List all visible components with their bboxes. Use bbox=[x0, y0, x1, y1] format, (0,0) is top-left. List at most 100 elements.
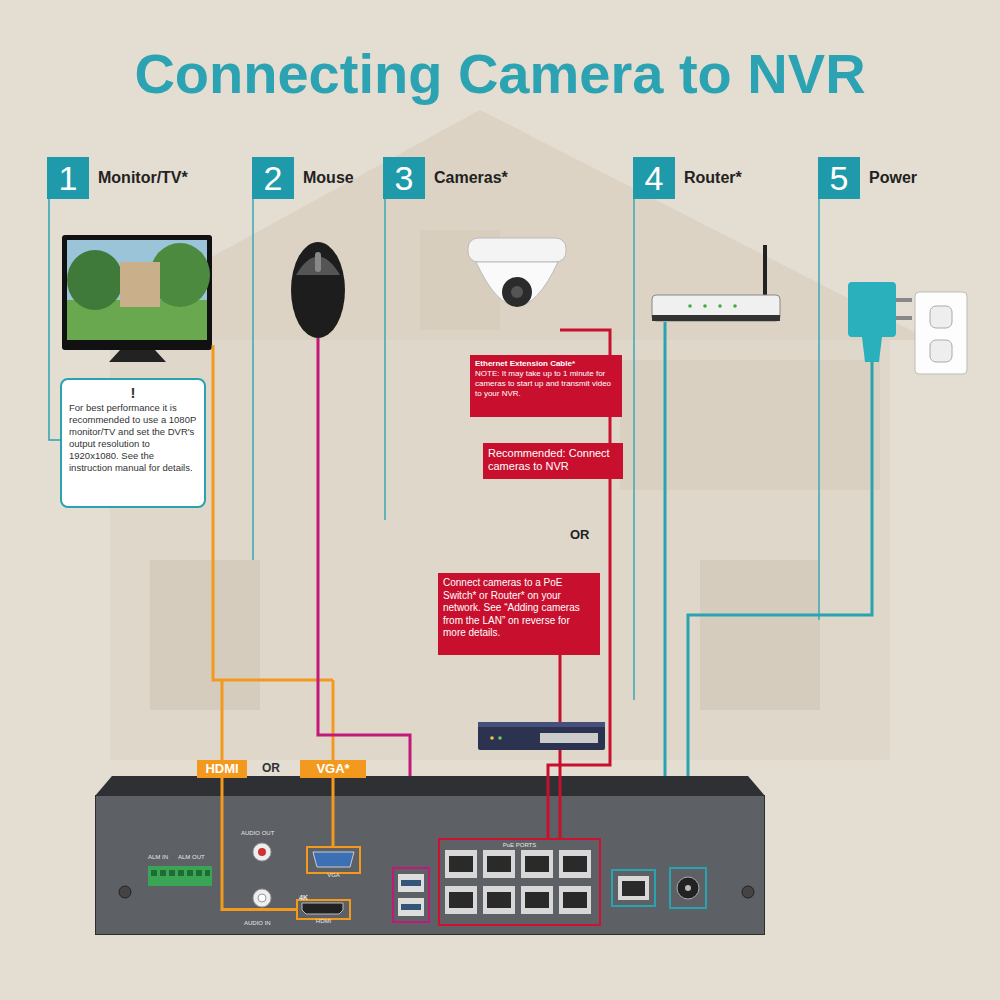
camera-dome bbox=[476, 262, 558, 306]
node-text: VGA bbox=[308, 872, 359, 878]
guide-line bbox=[818, 199, 820, 620]
note-box: !For best performance it is recommended … bbox=[60, 378, 206, 508]
router-led bbox=[718, 304, 722, 308]
cable-connector bbox=[548, 479, 610, 838]
vga-connector bbox=[313, 852, 354, 867]
camera-base bbox=[468, 238, 566, 262]
output-tag: HDMI bbox=[197, 760, 247, 778]
or-label: OR bbox=[262, 761, 280, 775]
node-text: HDMI bbox=[205, 761, 238, 776]
power-adapter bbox=[848, 282, 896, 337]
node-text: Recommended: Connect cameras to NVR bbox=[488, 447, 618, 473]
router-led bbox=[688, 304, 692, 308]
mouse-wheel bbox=[315, 252, 321, 272]
step-heading: Cameras* bbox=[434, 168, 508, 188]
chassis-screw bbox=[742, 886, 754, 898]
chassis-screw bbox=[119, 886, 131, 898]
node-text: AUDIO OUT bbox=[241, 830, 274, 836]
terminal-screw bbox=[178, 870, 184, 876]
cable-connector bbox=[222, 778, 296, 910]
step-heading: Power bbox=[869, 168, 917, 188]
alarm-terminal bbox=[148, 866, 212, 886]
wall-outlet bbox=[915, 292, 967, 374]
router-base bbox=[652, 315, 780, 321]
cable-connector bbox=[609, 417, 612, 443]
router-antenna bbox=[763, 245, 767, 296]
outlet-socket bbox=[930, 306, 952, 328]
step-header: 5 Power bbox=[818, 157, 948, 199]
node-text: NOTE: It may take up to 1 minute for cam… bbox=[475, 369, 617, 399]
poe-port bbox=[559, 850, 591, 878]
lan-port bbox=[618, 876, 649, 900]
router-led bbox=[703, 304, 707, 308]
diagram-title: Connecting Camera to NVR bbox=[0, 42, 1000, 106]
terminal-screw bbox=[151, 870, 157, 876]
terminal-screw bbox=[196, 870, 202, 876]
poe-port bbox=[483, 886, 515, 914]
node-text: ALM IN bbox=[148, 854, 168, 860]
house-window bbox=[700, 560, 820, 710]
audio-out-jack bbox=[253, 843, 271, 861]
hdmi-connector bbox=[302, 903, 343, 914]
poe-port-socket bbox=[525, 892, 549, 908]
dc-pin bbox=[685, 885, 691, 891]
node-text: Ethernet Extension Cable* bbox=[475, 359, 617, 369]
usb-outline bbox=[393, 868, 429, 922]
output-tag: VGA* bbox=[300, 760, 366, 778]
usb-port bbox=[398, 874, 424, 892]
house-wall bbox=[110, 340, 890, 760]
switch-led bbox=[490, 736, 494, 740]
node-text: ! bbox=[69, 384, 197, 402]
step-number: 4 bbox=[633, 157, 675, 199]
hdmi-vga-cable bbox=[213, 345, 333, 680]
step-header: 1 Monitor/TV* bbox=[47, 157, 237, 199]
poe-port-socket bbox=[563, 892, 587, 908]
camera-lens-inner bbox=[511, 286, 523, 298]
hdmi-cable bbox=[221, 680, 224, 760]
cable-connector bbox=[332, 778, 335, 846]
step-heading: Mouse bbox=[303, 168, 354, 188]
router-led bbox=[733, 304, 737, 308]
usb-port-tongue bbox=[401, 880, 421, 886]
node-text: For best performance it is recommended t… bbox=[69, 402, 197, 474]
audio-jack-core bbox=[258, 894, 266, 902]
terminal-screw bbox=[169, 870, 175, 876]
switch-ports bbox=[540, 733, 598, 743]
adapter-prong bbox=[896, 316, 912, 320]
audio-in-jack bbox=[253, 889, 271, 907]
poe-port bbox=[521, 850, 553, 878]
monitor-stand bbox=[109, 350, 166, 362]
step-number: 1 bbox=[47, 157, 89, 199]
nvr-lid bbox=[95, 776, 765, 796]
or-label: OR bbox=[570, 527, 590, 542]
step-number: 5 bbox=[818, 157, 860, 199]
guide-line bbox=[252, 199, 254, 560]
step-number: 2 bbox=[252, 157, 294, 199]
step-header: 4Router* bbox=[633, 157, 763, 199]
switch-top bbox=[478, 722, 605, 727]
switch-led bbox=[498, 736, 502, 740]
lan-port-socket bbox=[622, 881, 645, 896]
poe-port-socket bbox=[487, 892, 511, 908]
adapter-plug bbox=[862, 337, 882, 362]
node-text: VGA* bbox=[316, 761, 349, 776]
step-heading: Monitor/TV* bbox=[98, 168, 188, 188]
house-balcony bbox=[620, 360, 880, 490]
poe-port-socket bbox=[449, 856, 473, 872]
audio-jack-core bbox=[258, 848, 266, 856]
adapter-prong bbox=[896, 298, 912, 302]
terminal-screw bbox=[187, 870, 193, 876]
screen-tree bbox=[67, 250, 123, 310]
cable-connector bbox=[49, 199, 60, 440]
camera-cable bbox=[560, 330, 610, 355]
poe-port bbox=[483, 850, 515, 878]
step-number: 3 bbox=[383, 157, 425, 199]
red-callout: Recommended: Connect cameras to NVR bbox=[483, 443, 623, 479]
guide-line bbox=[384, 199, 386, 520]
usb-port-tongue bbox=[401, 904, 421, 910]
terminal-screw bbox=[160, 870, 166, 876]
terminal-screw bbox=[205, 870, 210, 876]
